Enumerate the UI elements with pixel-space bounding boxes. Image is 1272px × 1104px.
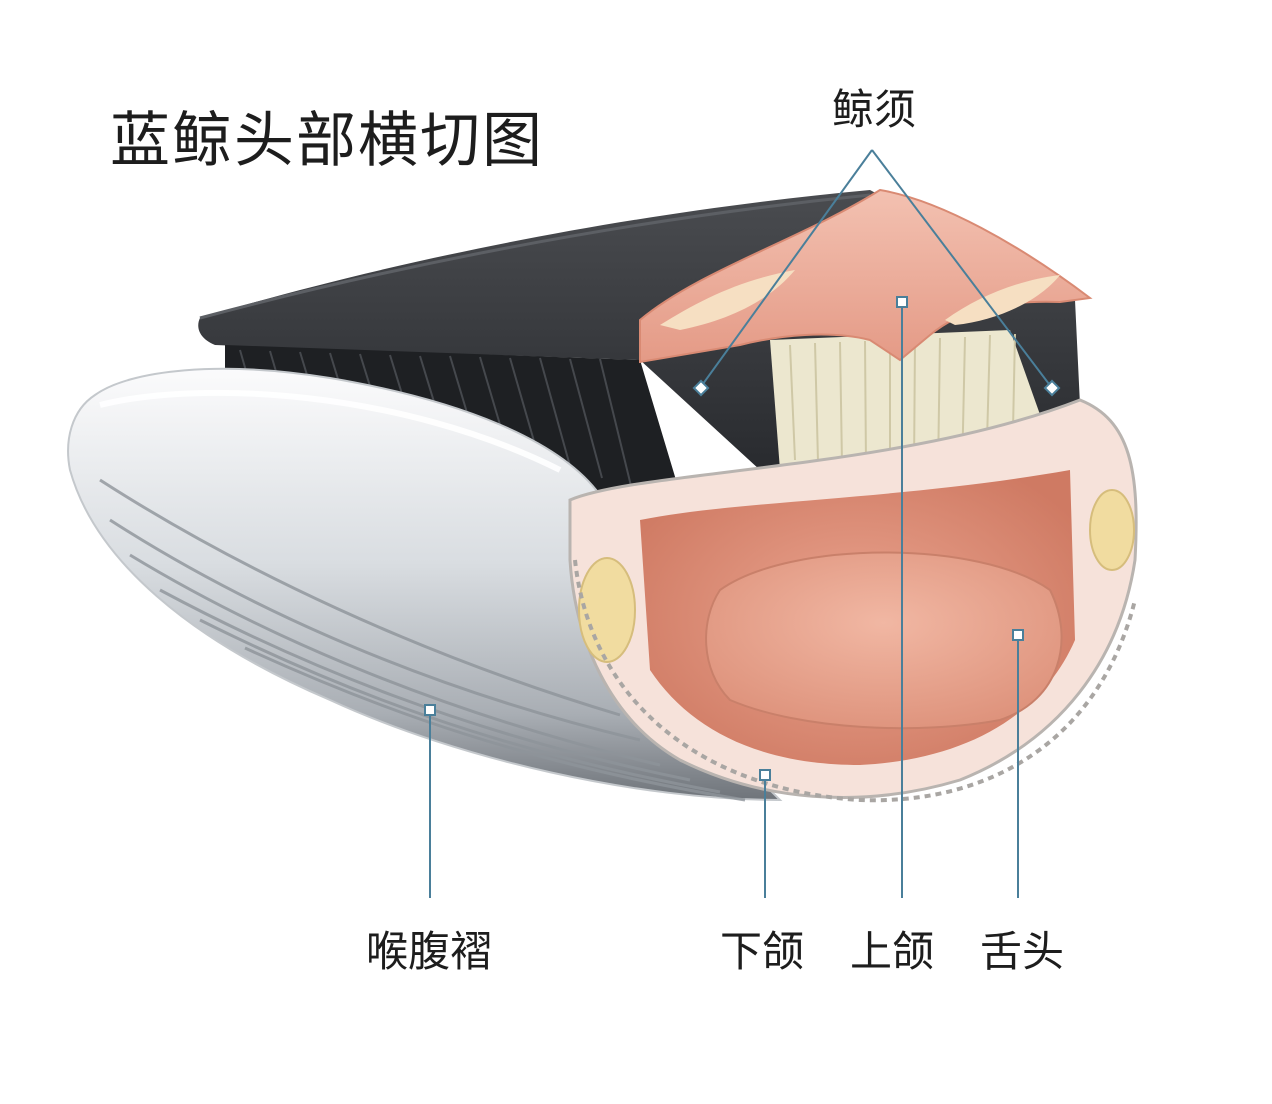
label-tongue: 舌头 <box>980 927 1065 976</box>
throat-pleats-body <box>67 367 783 802</box>
leader-baleen-left <box>699 149 873 389</box>
leader-markers <box>424 296 1061 781</box>
marker-baleen-right <box>1043 379 1061 397</box>
mouth-cavity <box>568 398 1138 803</box>
marker-tongue <box>1012 629 1024 641</box>
marker-baleen-left <box>692 379 710 397</box>
diagram-title: 蓝鲸头部横切图 <box>110 106 544 176</box>
label-lower-jaw: 下颌 <box>720 927 805 976</box>
label-throat-pleats: 喉腹褶 <box>366 927 493 976</box>
upper-jaw-palate <box>639 188 1093 364</box>
label-baleen: 鲸须 <box>832 85 917 134</box>
leader-baleen-right <box>871 149 1053 389</box>
leader-lines <box>429 149 1053 898</box>
marker-lower-jaw <box>759 769 771 781</box>
marker-throat-pleats <box>424 704 436 716</box>
marker-upper-jaw <box>896 296 908 308</box>
label-upper-jaw: 上颌 <box>850 927 935 976</box>
